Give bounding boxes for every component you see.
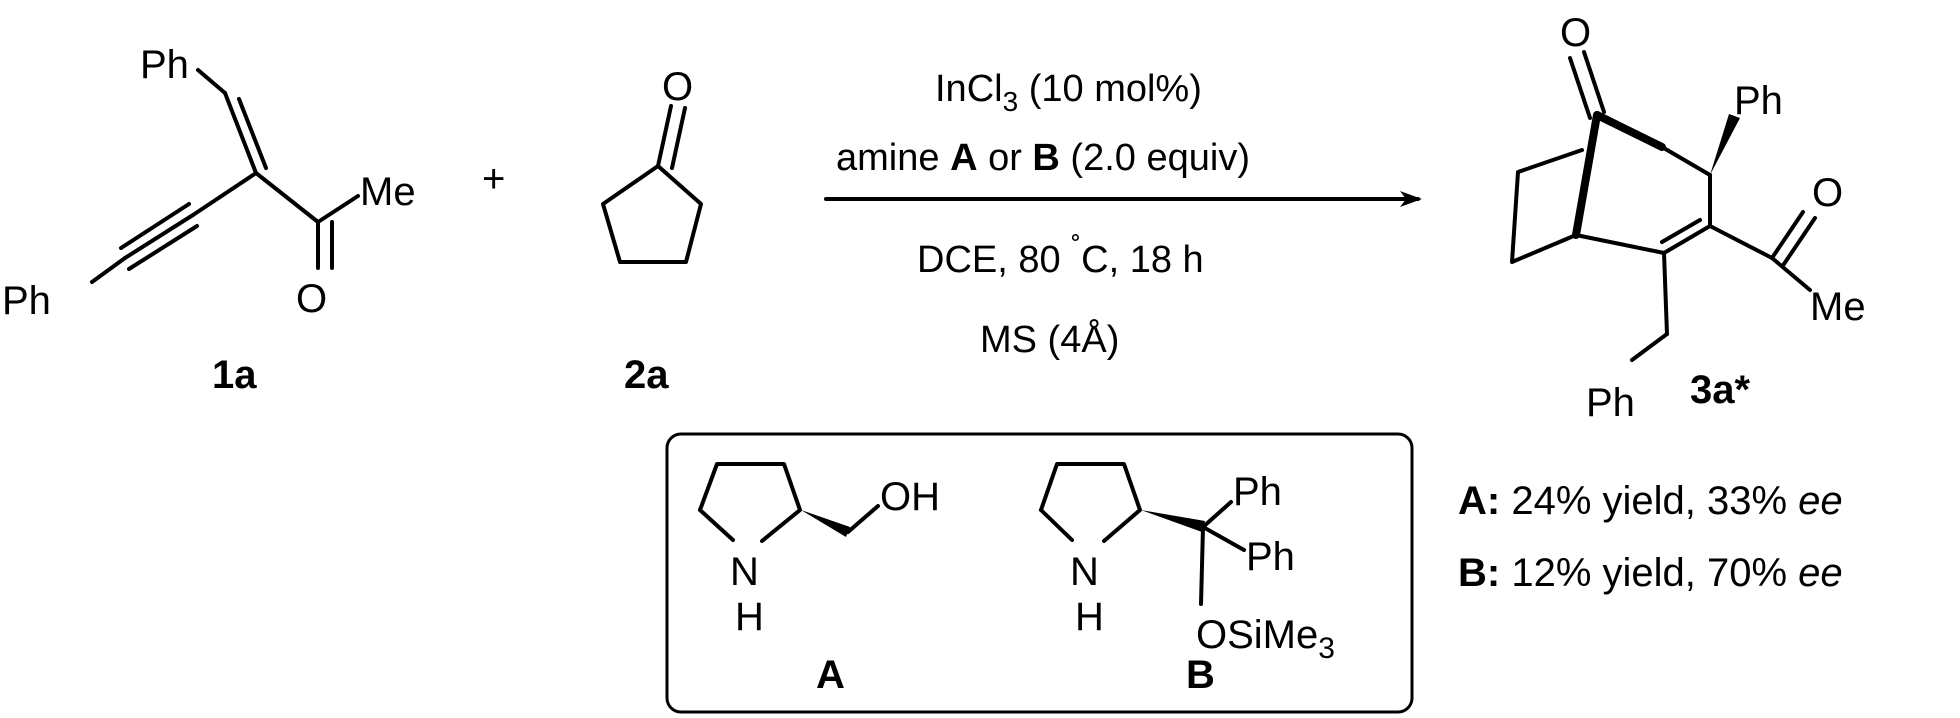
phenyl-label: Ph [1233, 470, 1282, 514]
oxygen-label: O [296, 277, 327, 321]
amine-a-structure: N H OH A [698, 462, 940, 697]
oxygen-label: O [1560, 11, 1591, 55]
stereo-wedge [1710, 114, 1740, 175]
product-3a: O Ph O Me Ph 3a* [1510, 11, 1866, 425]
results: A: 24% yield, 33% ee B: 12% yield, 70% e… [1458, 479, 1843, 595]
phenyl-label: Ph [1246, 535, 1295, 579]
result-amine-a: A: 24% yield, 33% ee [1458, 479, 1843, 523]
trimethylsilyl-ether-label: OSiMe3 [1196, 613, 1335, 665]
reactant-2a-bonds [601, 104, 703, 264]
solvent-temperature-text: DCE, 80 ˚C, 18 h [917, 232, 1204, 281]
amine-text: amine A or B (2.0 equiv) [836, 137, 1250, 179]
methyl-label: Me [360, 170, 416, 214]
hydroxyl-label: OH [880, 475, 940, 519]
compound-label-3a: 3a* [1690, 368, 1750, 412]
oxygen-label: O [1812, 171, 1843, 215]
nitrogen-label: N [1070, 550, 1099, 594]
oxygen-label: O [662, 65, 693, 109]
result-amine-b: B: 12% yield, 70% ee [1458, 551, 1843, 595]
phenyl-label: Ph [1734, 79, 1783, 123]
phenyl-label: Ph [140, 43, 189, 87]
hydrogen-label: H [1075, 595, 1104, 639]
amine-b-structure: N H Ph Ph OSiMe3 B [1039, 462, 1335, 697]
reaction-arrowhead [1400, 191, 1422, 207]
amine-catalyst-box: N H OH A N H Ph Ph OSiMe3 B [665, 432, 1414, 714]
amine-label-b: B [1186, 653, 1215, 697]
catalyst-text: InCl3 (10 mol%) [935, 68, 1202, 117]
reaction-conditions: InCl3 (10 mol%) amine A or B (2.0 equiv)… [824, 68, 1422, 361]
compound-label-2a: 2a [624, 353, 669, 397]
phenyl-label: Ph [2, 279, 51, 323]
reactant-2a: O 2a [601, 65, 703, 397]
hydrogen-label: H [735, 595, 764, 639]
nitrogen-label: N [730, 550, 759, 594]
amine-label-a: A [816, 653, 845, 697]
reactant-1a-bonds [90, 68, 360, 284]
plus-sign: + [482, 157, 505, 201]
molecular-sieves-text: MS (4Å) [980, 317, 1119, 361]
product-3a-bonds [1510, 50, 1817, 362]
reactant-1a: Ph Ph Me O 1a [2, 43, 416, 397]
methyl-label: Me [1810, 285, 1866, 329]
compound-label-1a: 1a [212, 353, 257, 397]
phenyl-label: Ph [1586, 381, 1635, 425]
amine-box-frame [665, 432, 1414, 714]
